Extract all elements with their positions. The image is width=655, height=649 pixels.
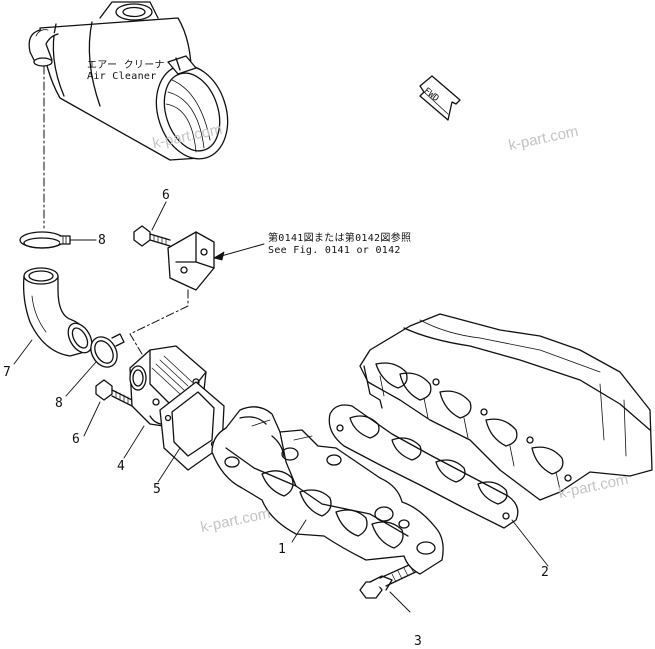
leader-bracket-to-connector bbox=[130, 290, 188, 354]
air-cleaner-label-jp: エアー クリーナ bbox=[87, 60, 165, 71]
air-cleaner-label-en: Air Cleaner bbox=[87, 71, 157, 82]
lower-hose-clamp bbox=[86, 332, 124, 372]
mounting-bracket bbox=[168, 232, 214, 290]
bracket-bolt bbox=[134, 226, 170, 246]
air-cleaner bbox=[29, 2, 239, 168]
callout-1: 1 bbox=[278, 542, 286, 557]
upper-hose-clamp bbox=[20, 232, 70, 248]
callout-3: 3 bbox=[414, 634, 422, 649]
callout-6-lower: 6 bbox=[72, 432, 80, 447]
fwd-arrow-icon bbox=[420, 76, 460, 120]
reference-note-en: See Fig. 0141 or 0142 bbox=[268, 245, 401, 256]
intake-hose-elbow bbox=[24, 268, 97, 357]
manifold-bolt bbox=[360, 560, 424, 598]
callout-7: 7 bbox=[3, 365, 11, 380]
manifold-gasket bbox=[329, 405, 518, 528]
callout-2: 2 bbox=[541, 565, 549, 580]
callout-8-lower: 8 bbox=[55, 396, 63, 411]
callout-8-upper: 8 bbox=[98, 233, 106, 248]
exhaust-manifold bbox=[212, 407, 443, 574]
callout-4: 4 bbox=[117, 459, 125, 474]
connector-bolt bbox=[96, 380, 132, 406]
cylinder-head bbox=[360, 314, 652, 500]
reference-note-jp: 第0141図または第0142図参照 bbox=[268, 233, 412, 244]
callout-leaders bbox=[14, 202, 548, 612]
callout-6-upper: 6 bbox=[162, 188, 170, 203]
callout-5: 5 bbox=[153, 482, 161, 497]
